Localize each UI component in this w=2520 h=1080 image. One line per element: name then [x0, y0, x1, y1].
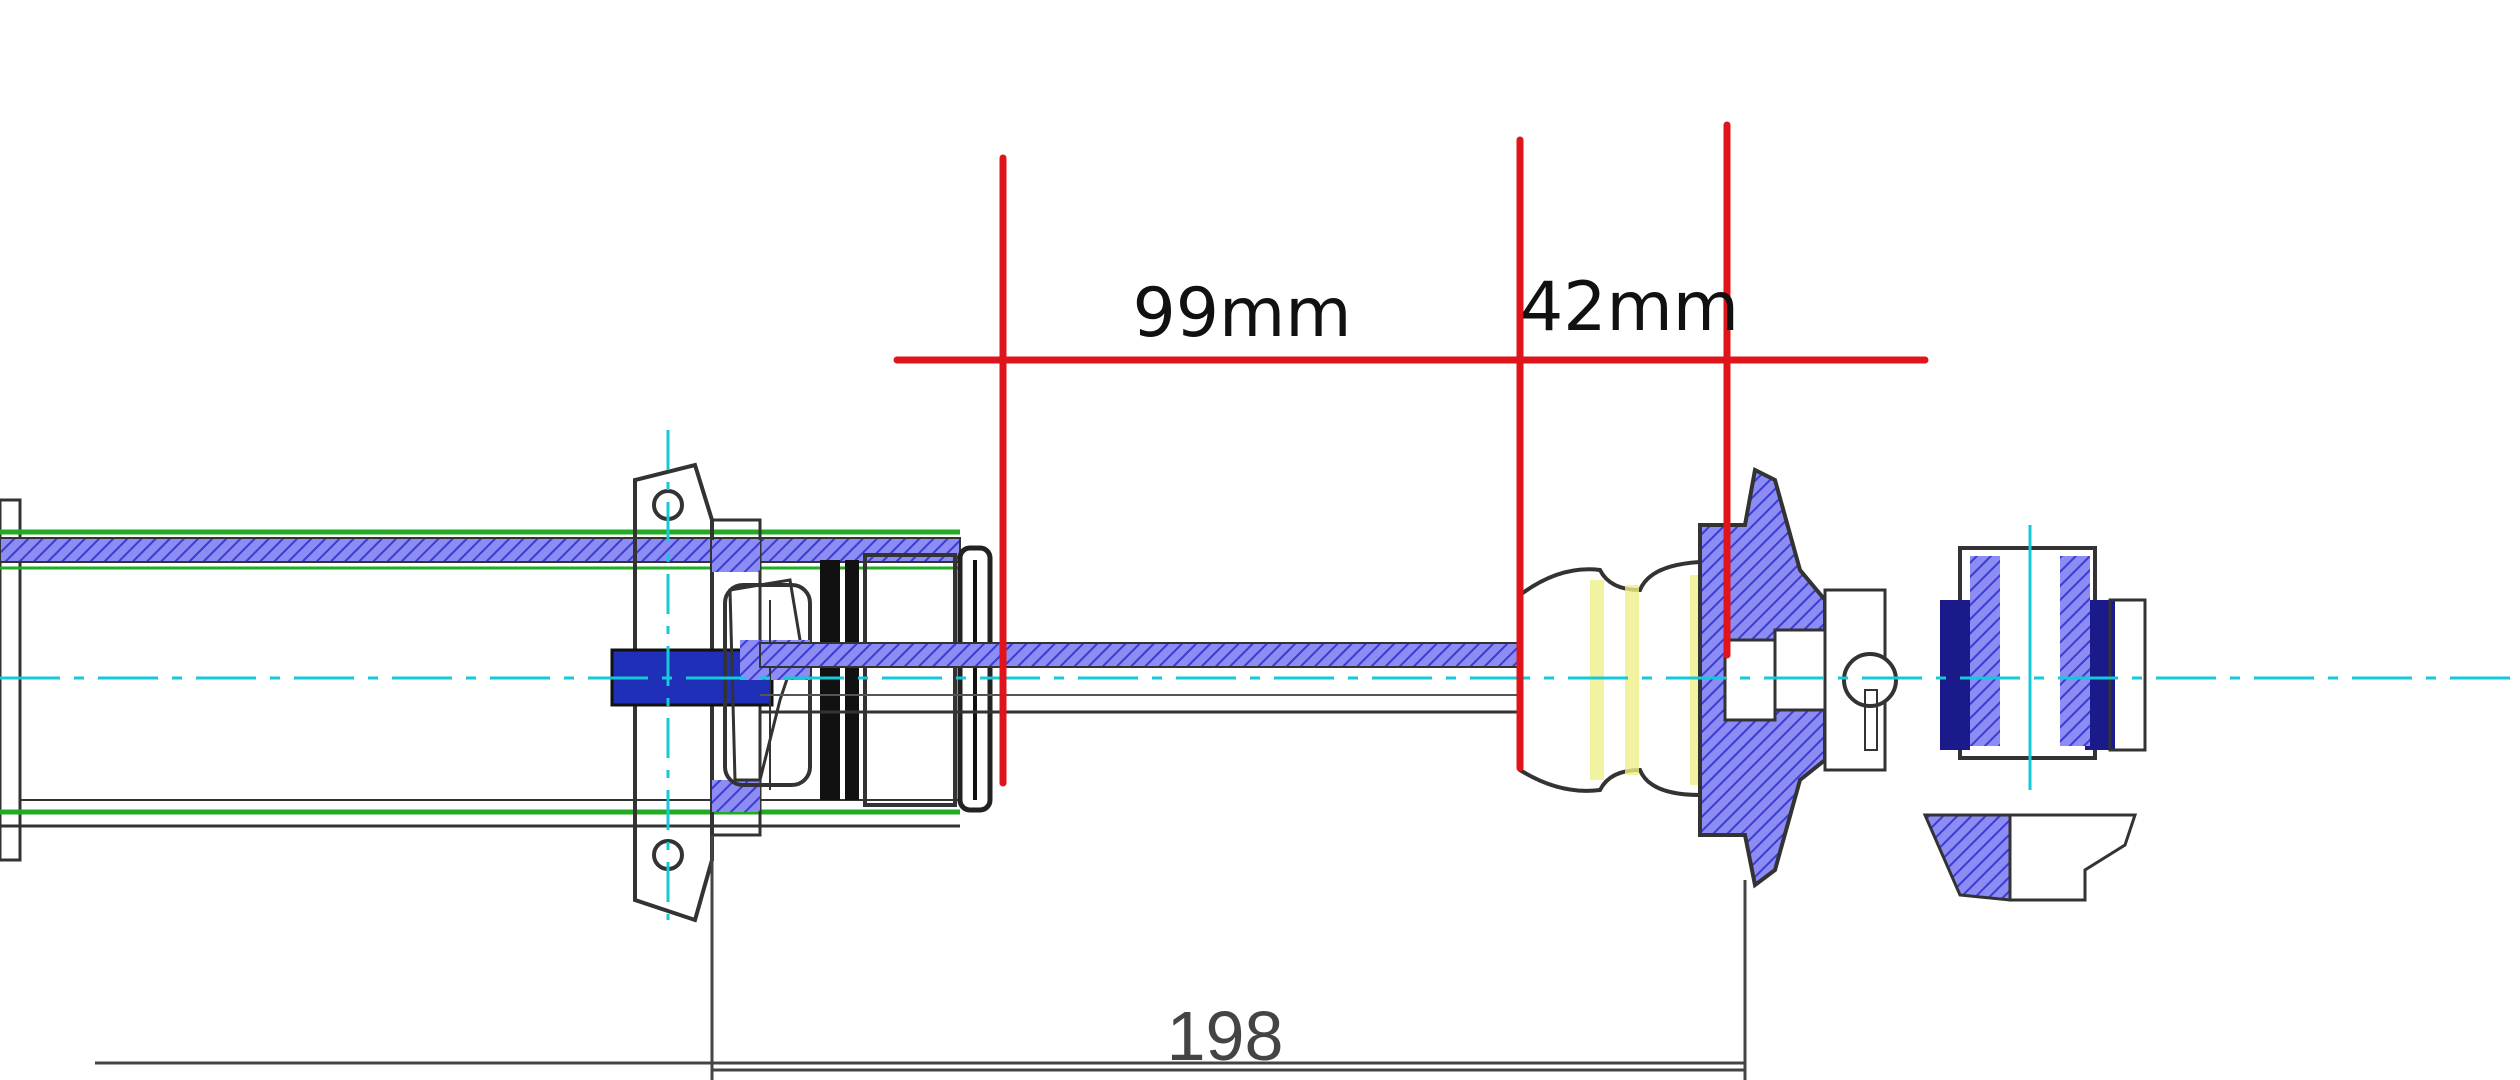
dimension-198-label: 198: [1167, 997, 1284, 1075]
body-tube: [0, 498, 961, 862]
dimension-42mm-label: 42mm: [1520, 268, 1739, 347]
red-annotations: [893, 121, 1929, 787]
overall-dimension: [95, 835, 1747, 1080]
top-cap: [1698, 467, 1898, 889]
eye-bushing: [1922, 525, 2147, 902]
piston-assembly: [723, 545, 993, 813]
dimension-99mm-label: 99mm: [1132, 274, 1351, 353]
